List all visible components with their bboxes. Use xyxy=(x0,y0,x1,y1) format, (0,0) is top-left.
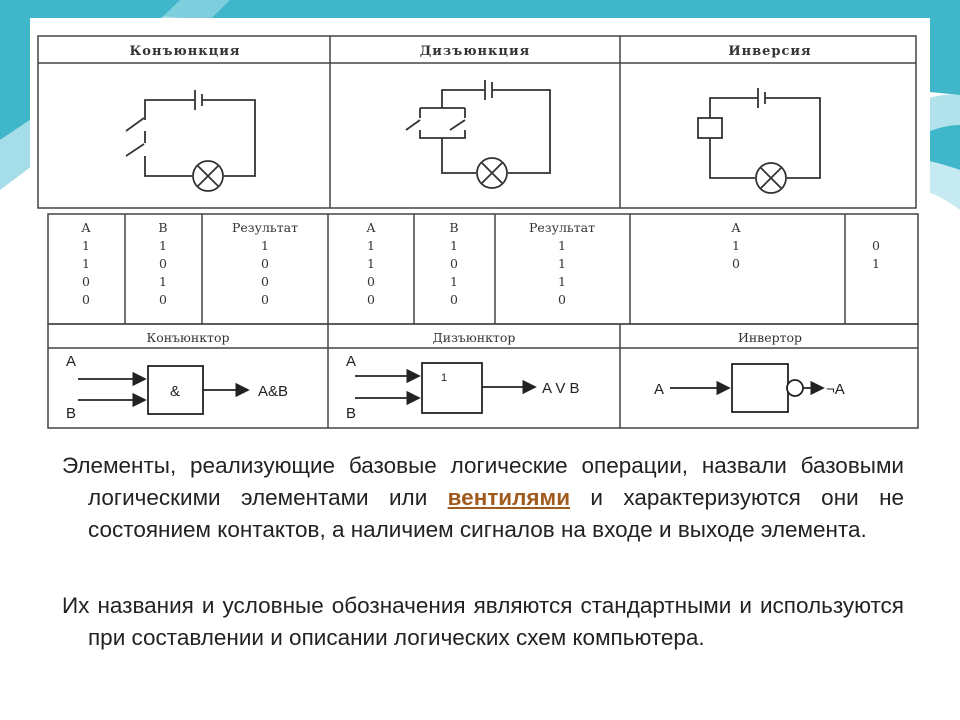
cell: 1 xyxy=(732,238,740,253)
or-input-a: A xyxy=(346,353,356,370)
inversion-circuit xyxy=(697,88,821,194)
cell: 0 xyxy=(261,274,269,289)
cell: 0 xyxy=(558,292,566,307)
gate-name-or: Дизъюнктор xyxy=(433,330,516,345)
header-conjunction: Конъюнкция xyxy=(129,44,240,59)
logic-elements-table: Конъюнкция Дизъюнкция Инверсия xyxy=(30,18,930,433)
cell: 1 xyxy=(450,238,458,253)
or-output: A V B xyxy=(542,380,580,397)
or-gate-symbol: A B 1 A V B xyxy=(346,353,580,422)
conjunction-truth-table: А В Результат 1 1 0 0 1 0 1 0 1 0 0 0 xyxy=(81,220,298,307)
col-result-label: Результат xyxy=(529,220,595,235)
cell: 0 xyxy=(450,292,458,307)
col-a-label: А xyxy=(731,220,741,235)
not-input-a: A xyxy=(654,381,664,398)
cell: 1 xyxy=(450,274,458,289)
col-a-label: А xyxy=(366,220,376,235)
description-paragraph-2: Их названия и условные обозначения являю… xyxy=(62,590,904,654)
not-gate-symbol: A ¬A xyxy=(654,363,845,413)
header-inversion: Инверсия xyxy=(728,44,811,59)
cell: 1 xyxy=(367,256,375,271)
conjunction-circuit xyxy=(125,90,256,192)
and-symbol: & xyxy=(170,383,180,400)
header-disjunction: Дизъюнкция xyxy=(420,44,531,59)
not-output: ¬A xyxy=(826,381,845,398)
gates-term-link[interactable]: вентилями xyxy=(447,485,571,510)
cell: 0 xyxy=(872,238,880,253)
cell: 1 xyxy=(159,274,167,289)
p1-text-end: и характеризуются они не состоянием конт… xyxy=(88,485,905,542)
cell: 1 xyxy=(159,238,167,253)
and-input-a: A xyxy=(66,353,76,370)
col-a-label: А xyxy=(81,220,91,235)
cell: 1 xyxy=(261,238,269,253)
description-paragraph-1: Элементы, реализующие базовые логические… xyxy=(62,450,904,546)
and-input-b: B xyxy=(66,405,76,422)
and-gate-symbol: A B & A&B xyxy=(66,353,288,422)
p2-text: Их названия и условные обозначения являю… xyxy=(62,593,904,650)
inversion-truth-table: А 1 0 0 1 xyxy=(731,220,880,271)
or-input-b: B xyxy=(346,405,356,422)
col-b-label: В xyxy=(158,220,167,235)
cell: 1 xyxy=(82,238,90,253)
cell: 0 xyxy=(367,274,375,289)
or-symbol: 1 xyxy=(441,372,447,384)
cell: 0 xyxy=(261,292,269,307)
disjunction-truth-table: А В Результат 1 1 0 0 1 0 1 0 1 1 1 0 xyxy=(366,220,595,307)
cell: 0 xyxy=(159,292,167,307)
col-b-label: В xyxy=(449,220,458,235)
gate-name-not: Инвертор xyxy=(738,330,802,345)
gate-name-and: Конъюнктор xyxy=(147,330,230,345)
and-output: A&B xyxy=(258,383,288,400)
logic-elements-diagram: Конъюнкция Дизъюнкция Инверсия xyxy=(37,35,919,429)
cell: 0 xyxy=(82,292,90,307)
cell: 1 xyxy=(558,256,566,271)
cell: 1 xyxy=(558,274,566,289)
cell: 1 xyxy=(82,256,90,271)
cell: 1 xyxy=(872,256,880,271)
cell: 0 xyxy=(732,256,740,271)
p1-text-start: Элементы, реализующие базовые логические… xyxy=(62,453,904,510)
col-result-label: Результат xyxy=(232,220,298,235)
cell: 0 xyxy=(450,256,458,271)
cell: 1 xyxy=(367,238,375,253)
cell: 0 xyxy=(82,274,90,289)
cell: 0 xyxy=(159,256,167,271)
cell: 0 xyxy=(367,292,375,307)
disjunction-circuit xyxy=(405,80,551,189)
cell: 0 xyxy=(261,256,269,271)
cell: 1 xyxy=(558,238,566,253)
